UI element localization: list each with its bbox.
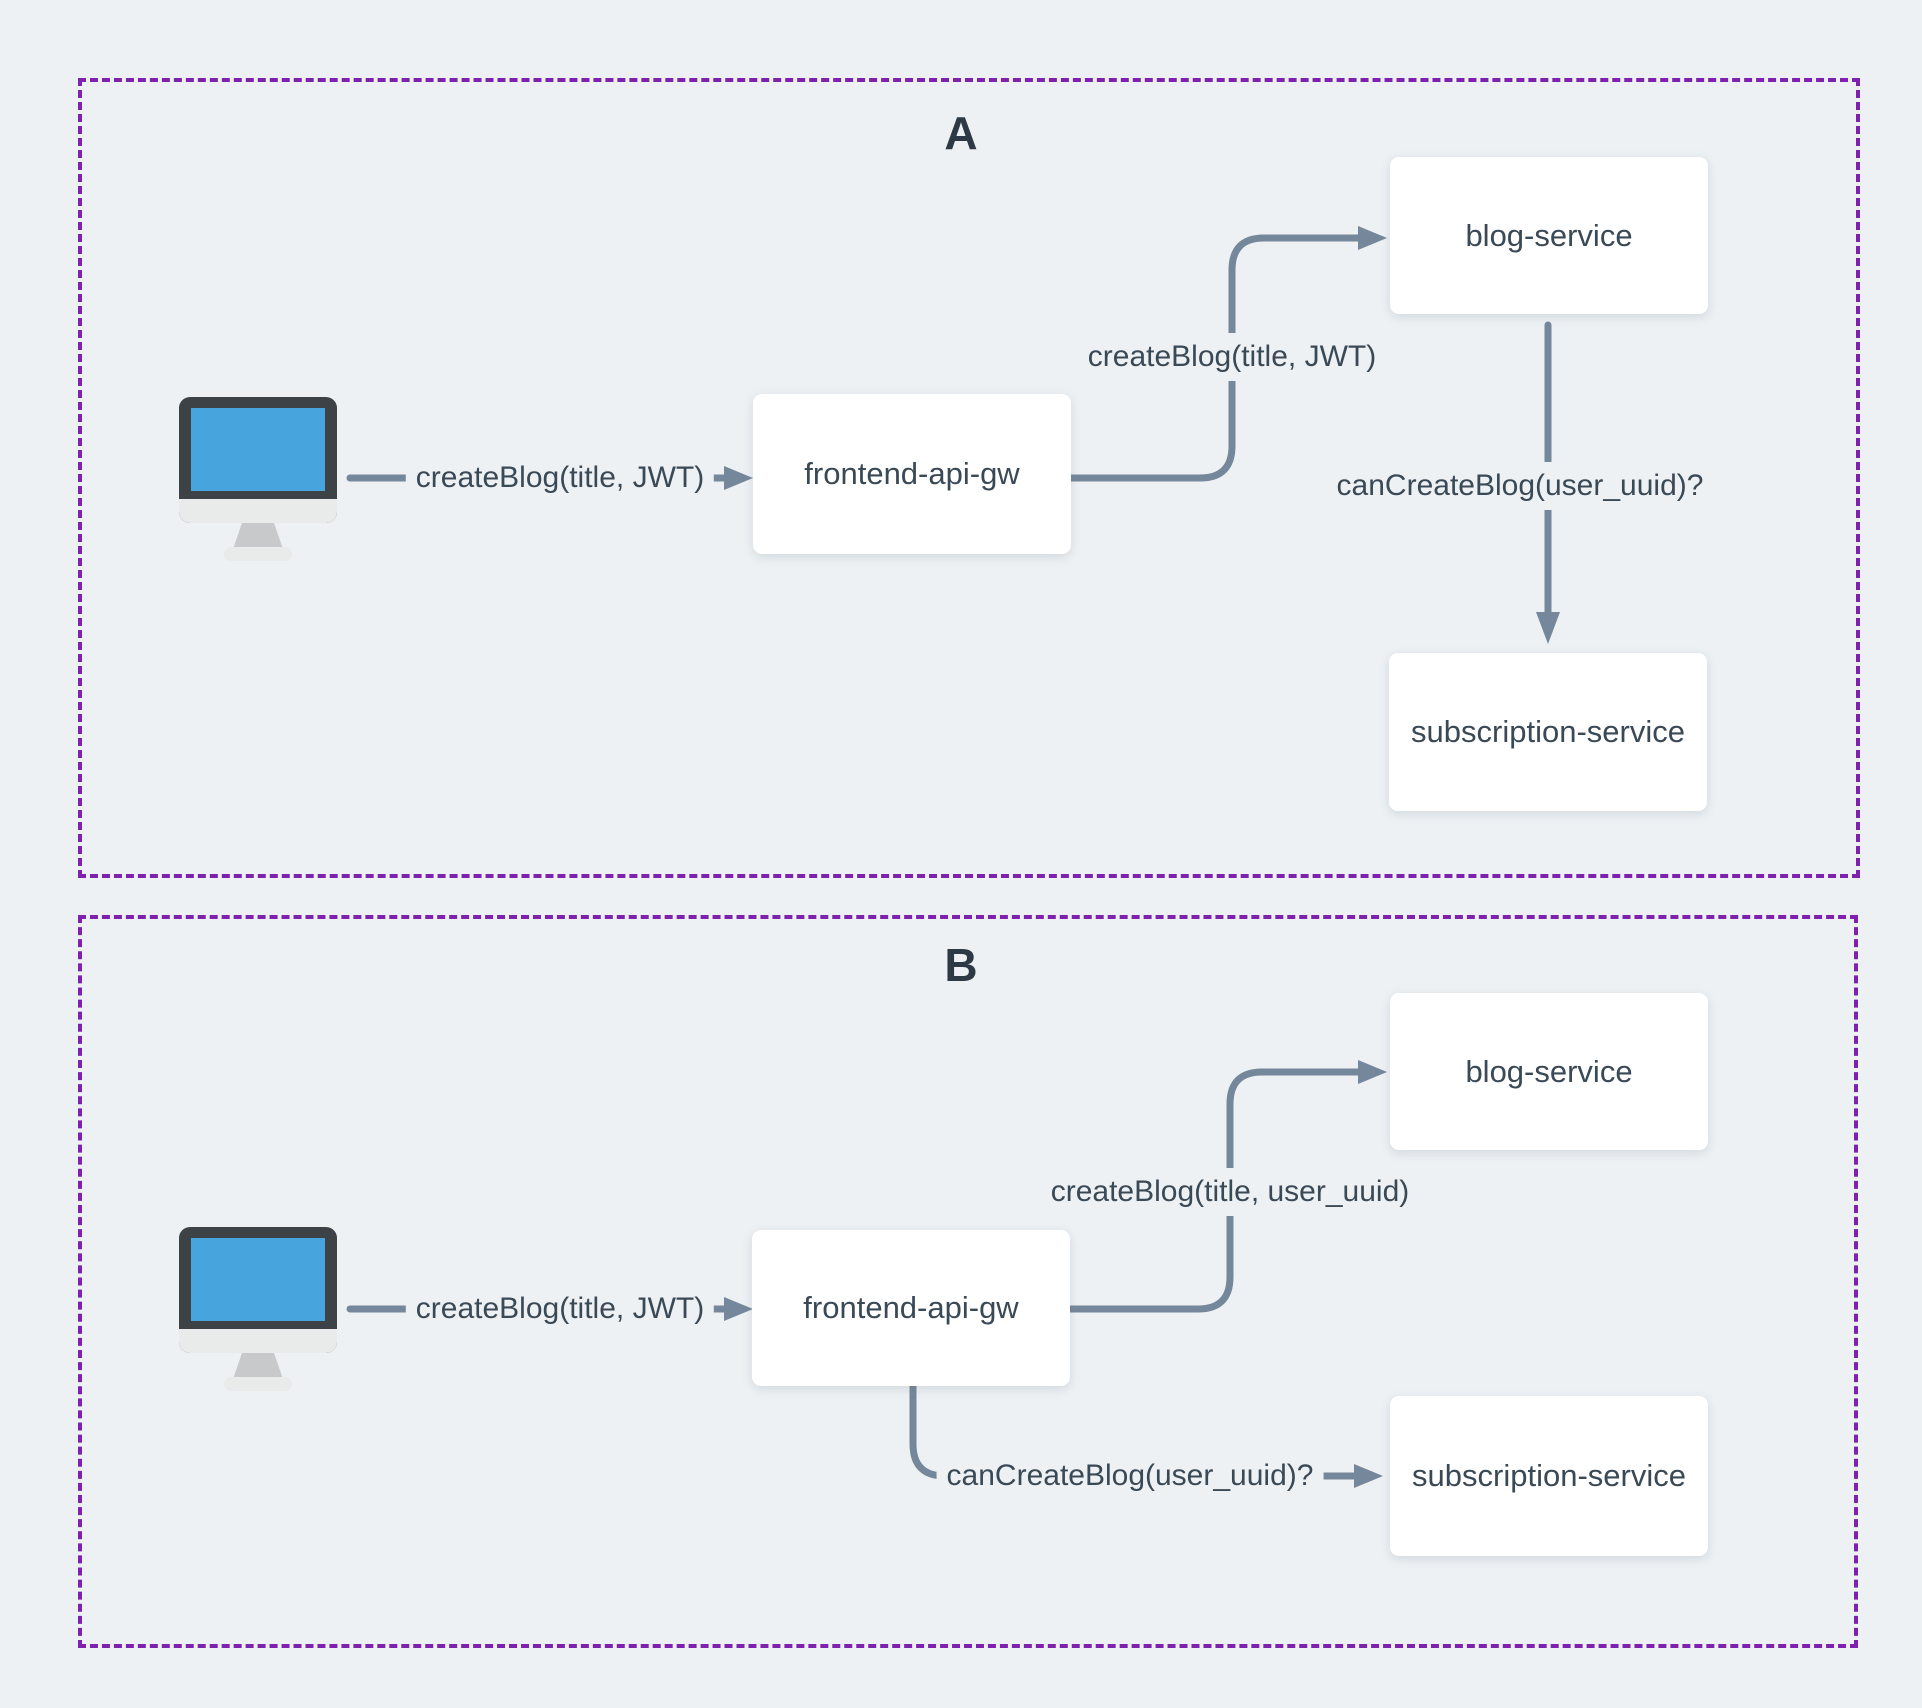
node-a-blog-service-label: blog-service [1465, 217, 1633, 253]
edge-label-a-gateway-blog: createBlog(title, JWT) [1077, 333, 1387, 381]
node-b-subscription-service: subscription-service [1390, 1396, 1708, 1556]
edge-a-gateway-blog-arrowhead [1358, 226, 1387, 250]
node-b-frontend-api-gw: frontend-api-gw [752, 1230, 1070, 1386]
monitor-chin [179, 1329, 337, 1353]
monitor-base [224, 1377, 292, 1391]
edge-a-client-gateway-arrowhead [724, 466, 753, 490]
panel-a [78, 78, 1860, 878]
desktop-computer-icon [179, 1227, 337, 1391]
edge-a-blog-subscription-arrowhead [1536, 612, 1560, 644]
edge-label-b-client-gateway: createBlog(title, JWT) [405, 1285, 715, 1333]
edge-b-client-gateway-arrowhead [724, 1297, 753, 1321]
edge-label-a-blog-subscription: canCreateBlog(user_uuid)? [1326, 462, 1714, 510]
node-a-subscription-service: subscription-service [1389, 653, 1707, 811]
node-b-subscription-service-label: subscription-service [1412, 1458, 1686, 1493]
node-a-frontend-api-gw: frontend-api-gw [753, 394, 1071, 554]
panel-a-heading: A [944, 107, 978, 159]
monitor-screen [191, 1238, 325, 1321]
monitor-screen [191, 408, 325, 491]
monitor-base [224, 547, 292, 561]
panel-b-heading: B [944, 939, 978, 991]
edge-label-a-client-gateway: createBlog(title, JWT) [405, 454, 715, 502]
node-b-frontend-api-gw-label: frontend-api-gw [803, 1290, 1019, 1325]
edge-b-gateway-blog-arrowhead [1358, 1060, 1387, 1084]
node-b-blog-service: blog-service [1390, 993, 1708, 1150]
edge-label-b-gateway-blog: createBlog(title, user_uuid) [1040, 1168, 1420, 1216]
monitor-chin [179, 499, 337, 523]
node-a-frontend-api-gw-label: frontend-api-gw [804, 456, 1020, 491]
edge-label-b-gateway-subscription: canCreateBlog(user_uuid)? [936, 1452, 1324, 1500]
edge-b-gateway-subscription-arrowhead [1354, 1464, 1383, 1488]
monitor-stand [233, 523, 283, 549]
desktop-computer-icon [179, 397, 337, 561]
node-a-blog-service: blog-service [1390, 157, 1708, 314]
monitor-stand [233, 1353, 283, 1379]
panel-b [78, 915, 1858, 1648]
node-a-subscription-service-label: subscription-service [1411, 714, 1685, 749]
node-b-blog-service-label: blog-service [1465, 1053, 1633, 1089]
